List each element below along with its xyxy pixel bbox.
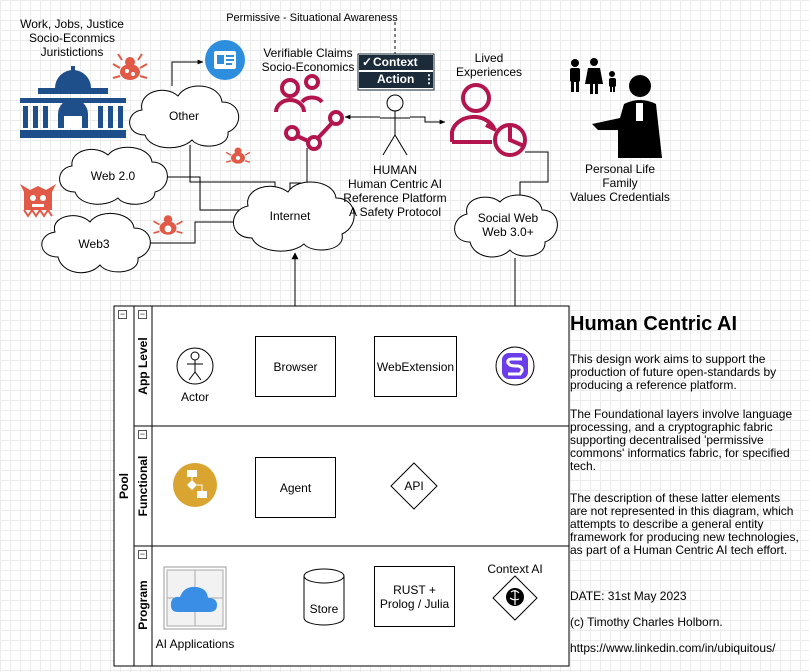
id-card-icon	[205, 40, 245, 80]
context-button[interactable]: ✓ Context	[359, 55, 433, 70]
lane-collapse-functional[interactable]: −	[138, 429, 147, 439]
s-logo-icon	[495, 346, 535, 386]
context-label: Context	[373, 55, 418, 69]
government-building-icon	[20, 66, 126, 138]
cloud-internet	[233, 181, 355, 252]
actor-icon	[176, 347, 214, 385]
ai-brain-icon	[492, 575, 538, 621]
bug-icon	[112, 53, 148, 80]
label-socio-economics: Socio-Economics	[261, 60, 355, 74]
label-web20: Web 2.0	[90, 169, 136, 183]
edge-lived-social	[519, 151, 549, 200]
webextension-node[interactable]: WebExtension	[374, 336, 457, 397]
browser-label: Browser	[273, 359, 318, 374]
label-human-ai: Human Centric AI	[347, 177, 443, 191]
check-icon: ✓	[362, 55, 373, 69]
description-p3: The description of these latter elements…	[570, 491, 799, 557]
edge-other-card	[171, 59, 204, 86]
description-p1: This design work aims to support the pro…	[570, 352, 777, 392]
label-social-web: Social Web	[477, 211, 539, 225]
api-label: API	[404, 479, 424, 493]
cloud-app-icon	[163, 566, 227, 630]
browser-node[interactable]: Browser	[255, 336, 336, 397]
more-icon[interactable]: ⋮	[423, 72, 435, 86]
label-web3: Web3	[78, 237, 110, 251]
description-date: DATE: 31st May 2023	[570, 589, 687, 603]
agent-label: Agent	[279, 480, 312, 495]
edge-human-lived	[410, 116, 446, 125]
label-lived: Lived	[474, 51, 504, 65]
label-reference-platform: Reference Platform	[343, 191, 447, 205]
label-values-credentials: Values Credentials	[570, 190, 670, 204]
store-cylinder	[303, 568, 345, 626]
lane-title-program: Program	[136, 580, 150, 630]
label-safety-protocol: A Safety Protocol	[348, 205, 442, 219]
label-jurisdictions: Juristictions	[40, 45, 104, 59]
context-ai-label: Context AI	[487, 562, 543, 576]
agent-node[interactable]: Agent	[255, 457, 336, 518]
family-icon	[570, 58, 616, 94]
label-internet: Internet	[269, 209, 311, 223]
api-diamond	[390, 462, 438, 510]
edge-web3-internet	[150, 221, 240, 244]
action-button[interactable]: Action ⋮	[359, 72, 435, 88]
label-verifiable-claims: Verifiable Claims	[263, 46, 353, 60]
bug-icon-web3	[153, 215, 183, 235]
presenter-icon	[592, 75, 662, 158]
cloud-web3	[41, 212, 151, 274]
label-experiences: Experiences	[455, 65, 523, 79]
bug-icon-small	[225, 147, 251, 164]
monster-icon	[20, 184, 56, 218]
lane-title-app-level: App Level	[136, 337, 150, 395]
label-human: HUMAN	[373, 163, 417, 177]
workflow-icon	[173, 463, 217, 507]
rust-node[interactable]: RUST + Prolog / Julia	[374, 566, 455, 627]
label-web30: Web 3.0+	[482, 225, 534, 239]
rust-label-line2: Prolog / Julia	[379, 596, 450, 611]
rust-label-line1: RUST +	[393, 582, 436, 597]
description-p2: The Foundational layers involve language…	[570, 407, 793, 473]
person-chart-icon	[450, 83, 527, 157]
ai-applications-label: AI Applications	[155, 637, 235, 651]
clouds	[41, 85, 558, 274]
pool-collapse-button[interactable]: −	[118, 309, 127, 319]
label-permissive: Permissive - Situational Awareness	[226, 12, 398, 24]
label-other: Other	[168, 109, 199, 123]
cloud-other	[129, 85, 239, 149]
lane-collapse-program[interactable]: −	[138, 549, 147, 559]
action-label: Action	[377, 72, 415, 86]
label-work-jobs: Work, Jobs, Justice	[20, 17, 124, 31]
pool-title: Pool	[117, 473, 131, 499]
description-title: Human Centric AI	[570, 313, 738, 335]
lane-title-functional: Functional	[136, 455, 150, 517]
label-actor: Actor	[180, 390, 209, 404]
cloud-social	[454, 194, 558, 258]
description-url[interactable]: https://www.linkedin.com/in/ubiquitous/	[570, 641, 776, 655]
lane-collapse-app[interactable]: −	[138, 309, 147, 319]
edge-web2-internet	[165, 176, 240, 211]
cloud-web20	[59, 146, 168, 205]
store-label: Store	[309, 602, 339, 616]
description-copyright: (c) Timothy Charles Holborn.	[570, 615, 723, 629]
label-socio-econmics: Socio-Econmics	[28, 31, 116, 45]
webextension-label: WebExtension	[376, 359, 455, 374]
label-personal-life: Personal Life	[584, 162, 656, 176]
label-family: Family	[602, 176, 638, 190]
stick-figure-icon	[380, 94, 410, 156]
people-network-icon	[274, 74, 344, 151]
